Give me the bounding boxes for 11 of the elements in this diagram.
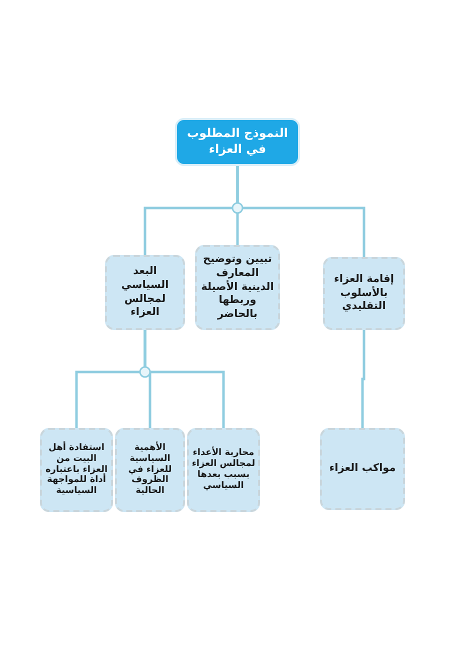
- connector-line: [75, 330, 146, 428]
- connector-line: [144, 166, 239, 255]
- title-box: النموذج المطلوب في العزاء: [175, 118, 300, 166]
- connector-line: [361, 330, 366, 428]
- topic-box: تبيين وتوضيح المعارف الدينية الأصيلة وربطها بالحاضر: [195, 245, 280, 330]
- topic-box: إقامة العزاء بالأسلوب التقليدي: [323, 257, 405, 330]
- topic-box: البعد السياسي لمجالس العزاء: [105, 255, 185, 330]
- topic-box: مواكب العزاء: [320, 428, 405, 510]
- topic-box: الأهمية السياسية للعزاء في الظروف الحالية: [115, 428, 185, 512]
- topic-box: محاربة الأعداء لمجالس العزاء بسبب بعدها السياسي: [187, 428, 260, 512]
- topic-box: استفادة أهل البيت من العزاء باعتباره أداة للمواجهة السياسية: [40, 428, 113, 512]
